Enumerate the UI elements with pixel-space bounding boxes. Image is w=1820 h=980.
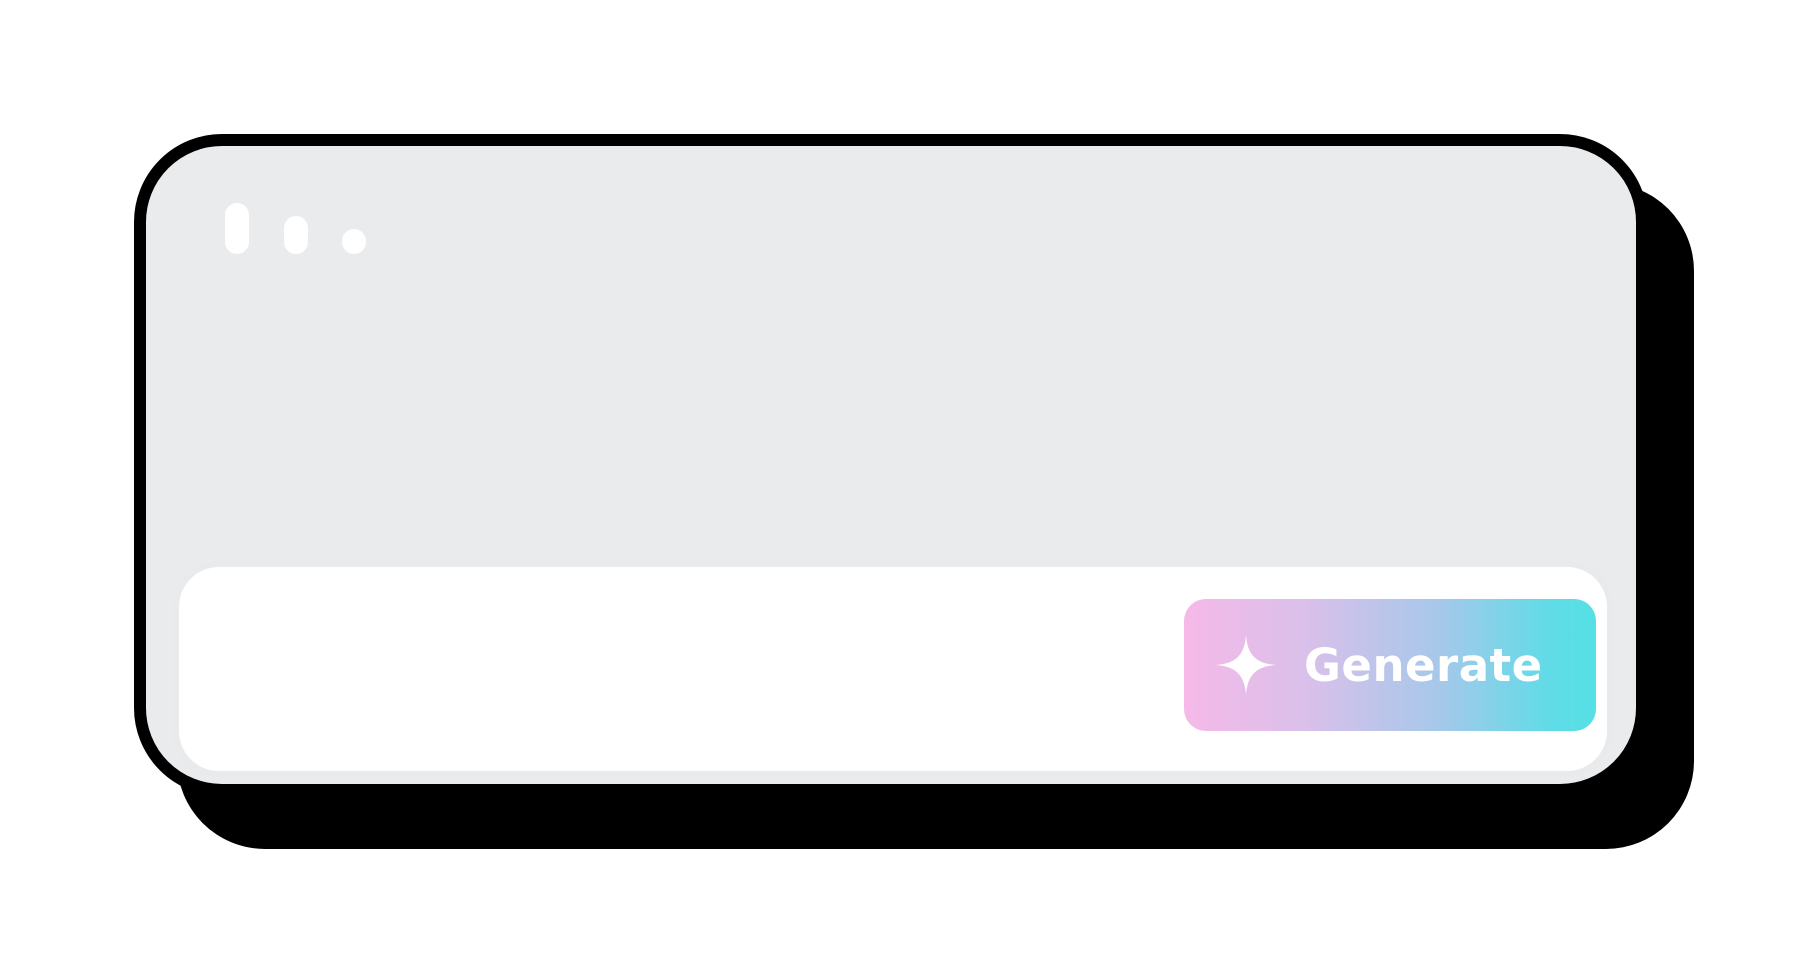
prompt-input[interactable]: Generate <box>173 561 1613 777</box>
window-control-dot <box>284 216 308 254</box>
generator-window: Generate <box>134 134 1648 796</box>
window-control-dot <box>225 203 249 254</box>
generate-button[interactable]: Generate <box>1184 599 1596 731</box>
generate-button-label: Generate <box>1304 638 1543 692</box>
window-control-dot <box>342 229 366 254</box>
sparkle-icon <box>1216 635 1276 695</box>
